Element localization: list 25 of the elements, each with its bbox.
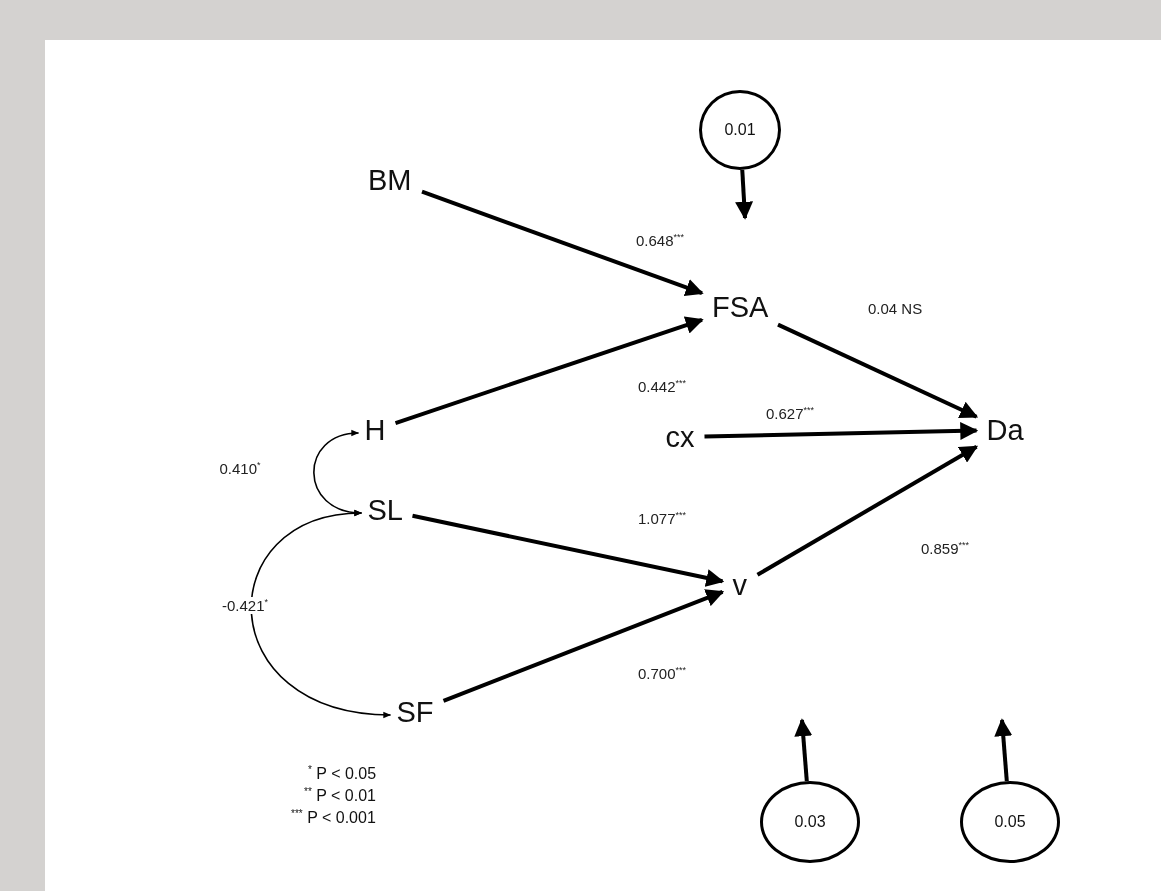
variable-label: FSA (712, 291, 769, 323)
variable-label: v (732, 569, 747, 601)
arrow (412, 513, 725, 587)
error-term-circle: 0.05 (960, 781, 1060, 863)
arrow (994, 718, 1013, 782)
variable-label: SF (396, 696, 434, 728)
significance-note: $^{*}$ P < 0.05 (308, 764, 377, 784)
arrow (442, 589, 725, 703)
error-term-circle: 0.01 (699, 90, 781, 170)
arrow (421, 189, 704, 297)
variable-label: Da (986, 414, 1024, 446)
variable-label: H (364, 414, 386, 446)
significance-note: $^{**}$ P < 0.01 (304, 786, 376, 806)
correlation-arrow (250, 510, 392, 718)
arrow (735, 169, 754, 220)
arrow (394, 316, 704, 425)
arrow (794, 718, 813, 782)
arrow (777, 322, 979, 419)
variable-label: cx (665, 421, 695, 453)
arrow (704, 421, 979, 440)
significance-note: $^{***}$ P < 0.001 (291, 808, 376, 828)
error-term-circle: 0.03 (760, 781, 860, 863)
variable-label: BM (368, 164, 412, 196)
arrow (756, 444, 979, 577)
variable-label: SL (367, 494, 403, 526)
